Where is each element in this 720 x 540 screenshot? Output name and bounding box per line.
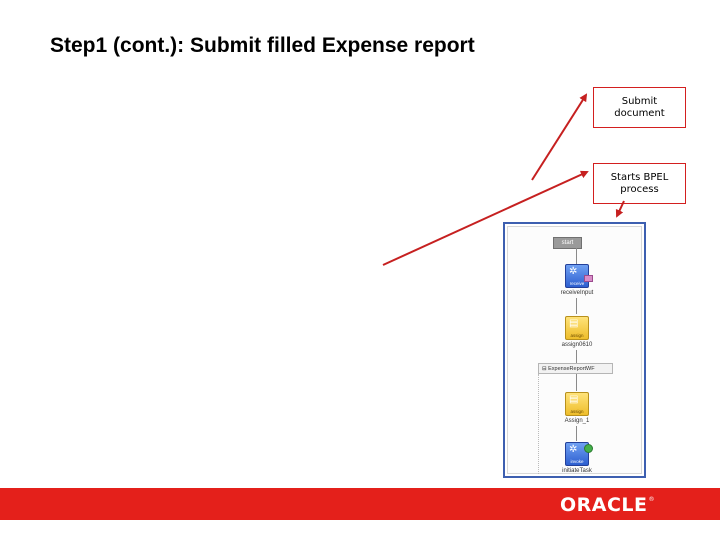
assign-1-activity[interactable]: ▤ assign bbox=[565, 392, 589, 416]
flow-connector bbox=[576, 248, 577, 264]
callout-submit-line2: document bbox=[614, 107, 665, 119]
scope-frame bbox=[538, 374, 614, 474]
gear-icon: ✲ bbox=[569, 266, 578, 277]
registered-mark: ® bbox=[648, 496, 656, 503]
flow-connector bbox=[576, 426, 577, 441]
gear-icon: ✲ bbox=[569, 444, 578, 455]
receive-activity[interactable]: ✲ receive bbox=[565, 264, 593, 288]
logo-text: ORACLE bbox=[560, 494, 648, 516]
assign-1-tag: assign bbox=[570, 409, 584, 414]
arrow-to-submit-document bbox=[531, 93, 588, 181]
scope-label: ExpenseReportWF bbox=[548, 366, 595, 372]
flow-connector bbox=[576, 350, 577, 363]
invoke-tag: invoke bbox=[570, 459, 584, 464]
receive-tag: receive bbox=[569, 281, 585, 286]
footer-bottom bbox=[0, 520, 720, 540]
callout-starts-bpel-process: Starts BPEL process bbox=[593, 163, 686, 204]
callout-submit-document: Submit document bbox=[593, 87, 686, 128]
assign-icon: ▤ bbox=[569, 394, 579, 405]
bpel-process-diagram: start ✲ receive receiveInput ▤ assign as… bbox=[503, 222, 646, 478]
bpel-canvas: start ✲ receive receiveInput ▤ assign as… bbox=[507, 226, 642, 474]
callout-bpel-line2: process bbox=[620, 183, 659, 195]
assign-activity[interactable]: ▤ assign bbox=[565, 316, 589, 340]
assign-1-activity-label: Assign_1 bbox=[564, 418, 590, 424]
flow-connector bbox=[576, 298, 577, 314]
assign-icon: ▤ bbox=[569, 318, 579, 329]
slide-title: Step1 (cont.): Submit filled Expense rep… bbox=[50, 34, 475, 57]
receive-activity-label: receiveInput bbox=[560, 290, 594, 296]
footer-band bbox=[0, 488, 720, 520]
assign-tag: assign bbox=[570, 333, 584, 338]
invoke-arrow-icon bbox=[584, 444, 593, 453]
message-icon bbox=[584, 275, 593, 282]
assign-activity-label: assign0610 bbox=[561, 342, 593, 348]
callout-submit-line1: Submit bbox=[621, 95, 658, 107]
invoke-activity[interactable]: ✲ invoke bbox=[565, 442, 593, 466]
invoke-activity-label: initiateTask bbox=[562, 468, 592, 474]
callout-bpel-line1: Starts BPEL bbox=[610, 171, 669, 183]
flow-connector bbox=[576, 374, 577, 391]
scope-header[interactable]: ⊟ ExpenseReportWF bbox=[538, 363, 613, 374]
start-node: start bbox=[553, 237, 582, 249]
oracle-logo: ORACLE® bbox=[560, 494, 656, 516]
